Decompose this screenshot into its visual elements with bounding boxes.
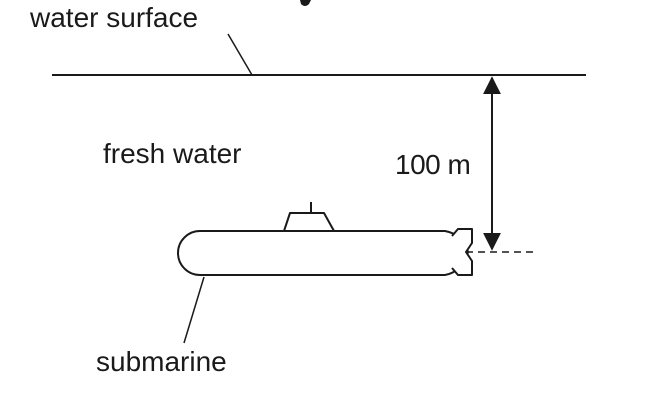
water-surface-label: water surface — [30, 2, 199, 33]
submarine-sail — [283, 212, 335, 232]
submarine-label: submarine — [96, 346, 227, 377]
submarine-propeller — [451, 228, 473, 276]
submarine-drawing — [177, 202, 473, 276]
water-surface-leader — [227, 33, 253, 76]
cropped-text-fragment — [300, 0, 311, 6]
fresh-water-label: fresh water — [103, 138, 242, 169]
depth-label: 100 m — [395, 149, 471, 180]
submarine-hull — [177, 230, 469, 276]
submarine-leader — [183, 276, 205, 344]
